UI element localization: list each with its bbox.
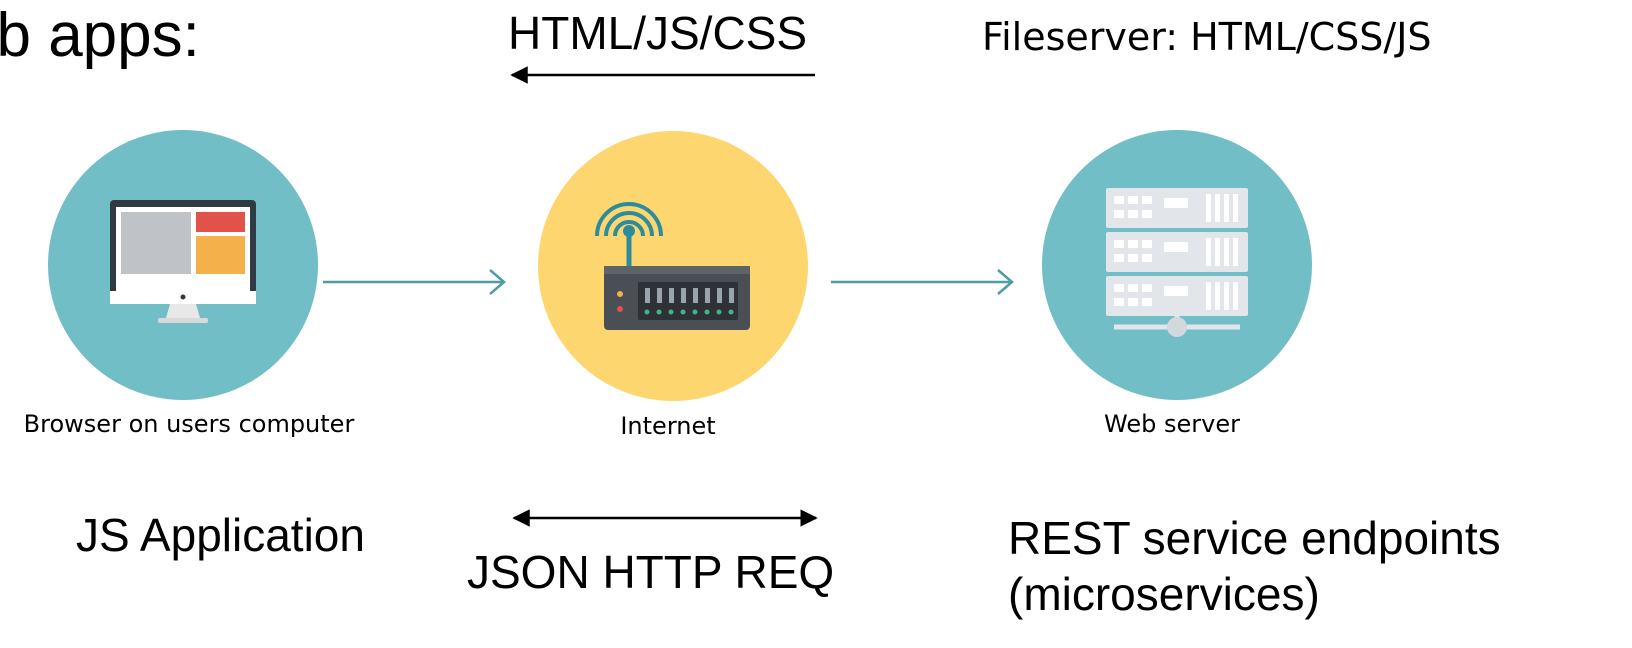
json-http-req-label: JSON HTTP REQ	[467, 546, 835, 598]
browser-node	[48, 130, 318, 400]
internet-node	[538, 131, 808, 401]
router-icon	[595, 202, 750, 330]
browser-label: Browser on users computer	[23, 410, 355, 438]
webserver-label: Web server	[1104, 410, 1240, 438]
html-js-css-label: HTML/JS/CSS	[508, 7, 808, 59]
slide-title: eb apps:	[0, 1, 200, 70]
internet-label: Internet	[620, 412, 716, 440]
monitor-icon	[110, 200, 256, 323]
js-application-label: JS Application	[76, 509, 365, 561]
connector-internet-server	[831, 269, 1014, 295]
rest-line-1: REST service endpoints	[1008, 512, 1501, 564]
rest-endpoints-label: REST service endpoints (microservices)	[1008, 510, 1501, 622]
server-rack-icon	[1106, 188, 1248, 337]
webserver-node	[1042, 130, 1312, 400]
connector-browser-internet	[323, 269, 506, 295]
rest-line-2: (microservices)	[1008, 568, 1320, 620]
fileserver-label: Fileserver: HTML/CSS/JS	[982, 15, 1432, 59]
